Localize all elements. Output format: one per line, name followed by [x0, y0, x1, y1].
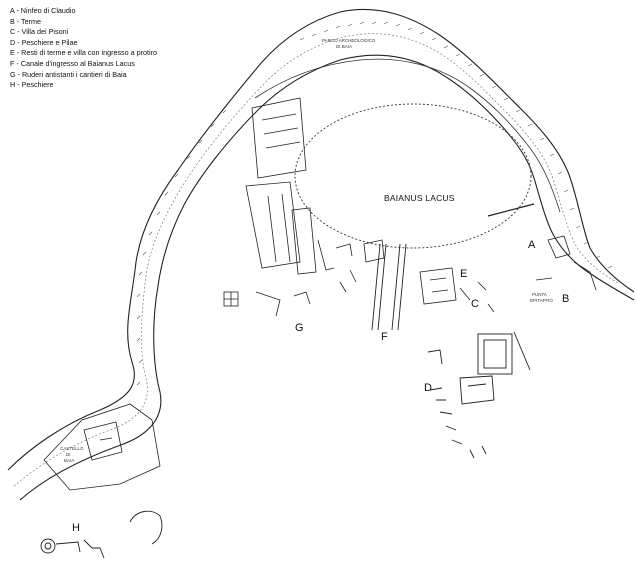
site-label-a: A [528, 239, 536, 251]
lake-label: BAIANUS LACUS [384, 193, 455, 203]
site-label-e: E [460, 268, 467, 280]
ruins-c-d [427, 331, 531, 459]
legend-item-d: D - Peschiere e Pilae [10, 37, 78, 47]
castello-label-line2: DI [66, 452, 71, 457]
ruins-h [40, 510, 163, 559]
legend-item-a: A - Ninfeo di Claudio [10, 6, 76, 15]
punta-label-line2: EPITAFFIO [530, 298, 553, 303]
coastal-road [254, 58, 561, 213]
site-label-f: F [381, 331, 388, 343]
site-label-h: H [72, 522, 80, 534]
legend-item-g: G - Ruderi antistanti i cantieri di Baia [10, 69, 127, 79]
ruins-g [223, 97, 385, 317]
legend-item-b: B - Terme [10, 16, 42, 26]
legend-item-h: H - Peschiere [10, 80, 54, 90]
coastline-inner [19, 54, 635, 501]
site-label-d: D [424, 382, 432, 394]
site-label-c: C [471, 298, 479, 310]
lake-perimeter [294, 103, 532, 249]
castello-area [43, 403, 161, 491]
parco-label-line2: DI BAIA [336, 44, 352, 49]
jetty-a [487, 203, 535, 217]
coastline-outer [7, 8, 635, 471]
castello-label-line1: CASTELLO [60, 446, 84, 451]
coastline-shore-hatch [13, 33, 621, 487]
castello-label-line3: BAIA [64, 458, 74, 463]
site-label-g: G [295, 322, 304, 334]
map-legend: A - Ninfeo di Claudio B - Terme C - Vill… [10, 6, 157, 91]
ruins-a-b [535, 235, 597, 291]
urban-texture [136, 21, 613, 386]
site-label-b: B [562, 293, 569, 305]
ruins-e [419, 267, 495, 313]
channel-f [371, 243, 407, 331]
legend-item-f: F - Canale d'ingresso al Baianus Lacus [10, 58, 135, 68]
punta-label-line1: PUNTA [532, 292, 547, 297]
legend-item-c: C - Villa dei Pisoni [10, 27, 69, 37]
parco-label-line1: PARCO ARCHEOLOGICO [322, 38, 376, 43]
legend-item-e: E - Resti di terme e villa con ingresso … [10, 48, 158, 58]
